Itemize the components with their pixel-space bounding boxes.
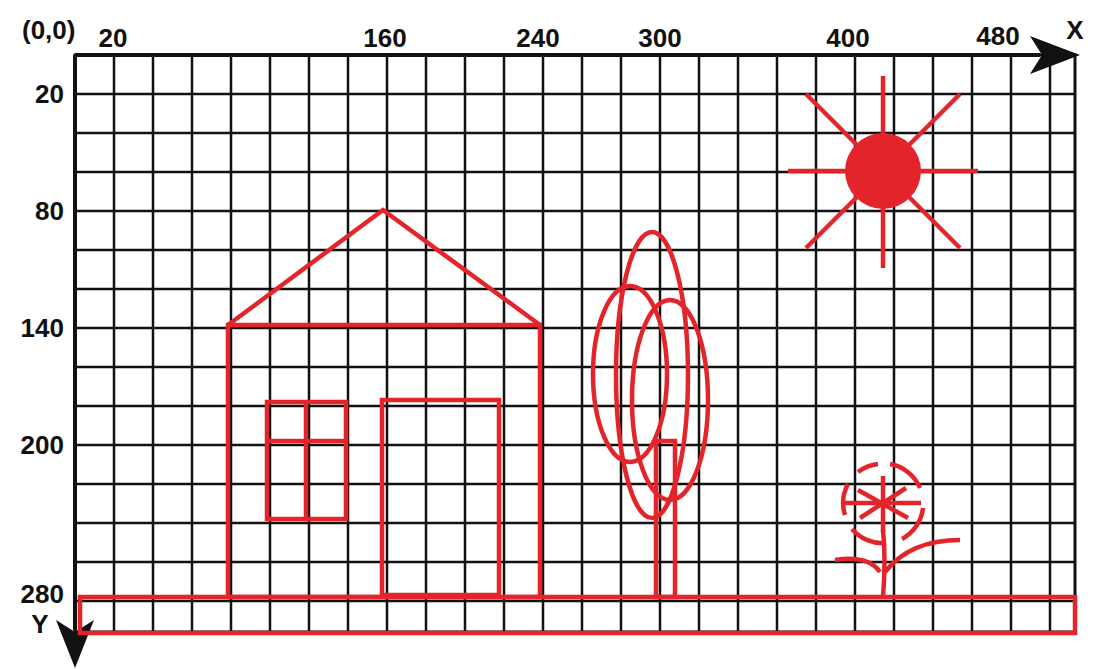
grid-line <box>581 55 584 632</box>
ground <box>80 597 1075 633</box>
grid-line <box>152 55 155 632</box>
sun <box>845 133 921 209</box>
grid-line <box>1049 55 1052 632</box>
grid-line <box>386 55 389 632</box>
grid-line <box>347 55 350 632</box>
grid-line <box>737 55 740 632</box>
grid-line <box>113 55 116 632</box>
grid-line <box>75 444 1075 447</box>
window <box>267 402 346 519</box>
y-arrow <box>56 620 94 668</box>
y-tick-label: 80 <box>35 198 64 224</box>
grid-border <box>75 55 1075 632</box>
grid-line <box>75 405 1075 408</box>
y-tick-label: 280 <box>21 581 64 607</box>
y-tick-label: 200 <box>21 432 64 458</box>
grid-line <box>75 327 1075 330</box>
grid-line <box>75 483 1075 486</box>
x-tick-label: 480 <box>976 23 1019 49</box>
grid-line <box>75 288 1075 291</box>
grid-line <box>308 55 311 632</box>
grid <box>75 55 1075 632</box>
x-tick-label: 300 <box>638 25 681 51</box>
y-axis <box>73 55 77 630</box>
grid-line <box>971 55 974 632</box>
grid-line <box>75 561 1075 564</box>
origin-label: (0,0) <box>22 17 75 43</box>
x-tick-label: 160 <box>363 25 406 51</box>
tree-trunk <box>656 441 675 597</box>
grid-line <box>1010 55 1013 632</box>
x-tick-label: 240 <box>516 25 559 51</box>
grid-line <box>75 171 1075 174</box>
grid-line <box>75 249 1075 252</box>
flower <box>835 464 960 597</box>
x-axis <box>75 53 1040 57</box>
grid-line <box>620 55 623 632</box>
window-bar <box>304 402 309 519</box>
x-tick-label: 20 <box>99 25 128 51</box>
grid-line <box>815 55 818 632</box>
grid-line <box>425 55 428 632</box>
grid-line <box>464 55 467 632</box>
y-tick-label: 140 <box>21 315 64 341</box>
tree-crown <box>593 286 667 462</box>
grid-line <box>932 55 935 632</box>
grid-line <box>75 93 1075 96</box>
grid-line <box>659 55 662 632</box>
grid-line <box>74 55 77 632</box>
door <box>382 400 499 595</box>
axis-name: Y <box>31 611 48 637</box>
sun-rays <box>788 76 978 268</box>
y-tick-label: 20 <box>35 81 64 107</box>
grid-line <box>191 55 194 632</box>
x-tick-label: 400 <box>826 25 869 51</box>
grid-line <box>75 522 1075 525</box>
grid-line <box>503 55 506 632</box>
grid-line <box>75 366 1075 369</box>
grid-line <box>75 54 1075 57</box>
house-roof <box>228 210 540 325</box>
grid-line <box>776 55 779 632</box>
tree-crown <box>632 300 708 500</box>
house-wall <box>228 325 540 597</box>
axis-name: X <box>1066 17 1083 43</box>
grid-line <box>75 600 1075 603</box>
window-bar <box>267 439 346 444</box>
grid-line <box>269 55 272 632</box>
